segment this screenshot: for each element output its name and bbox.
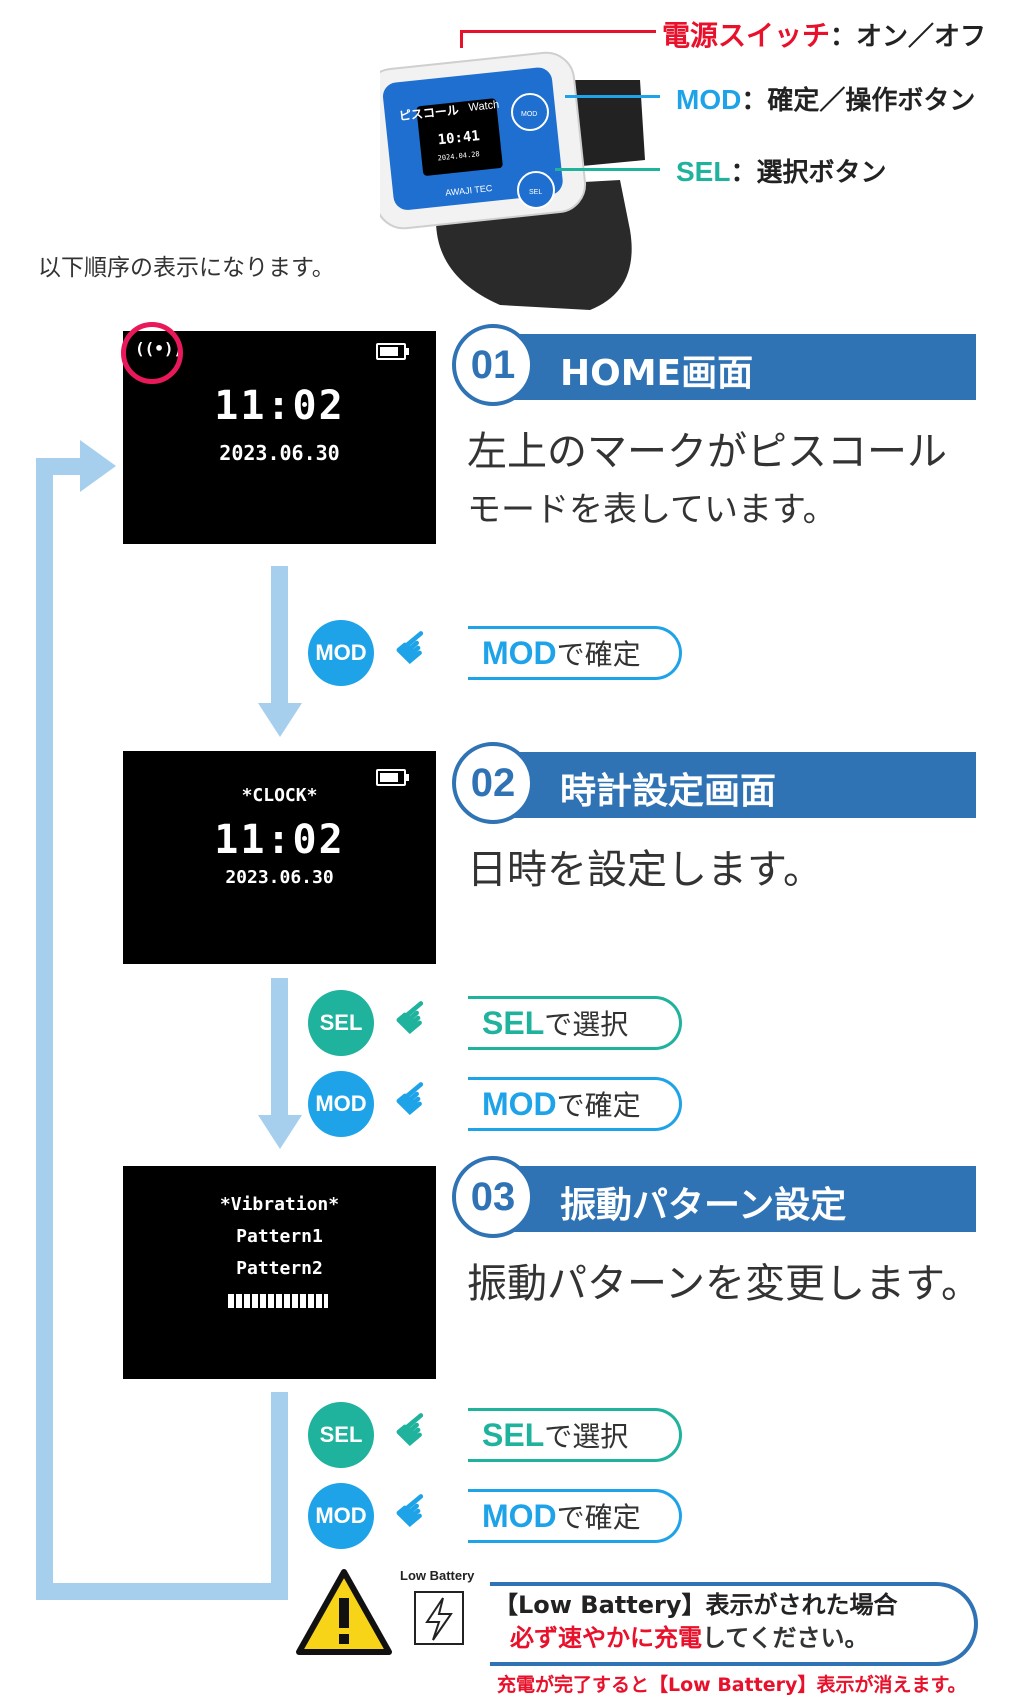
svg-text:10:41: 10:41	[437, 128, 481, 148]
mod-button-icon: MOD	[308, 1483, 374, 1549]
flow-arrow-1-head	[258, 703, 302, 737]
power-callout-line	[460, 30, 656, 33]
low-battery-icon	[414, 1591, 464, 1645]
home-time: 11:02	[214, 383, 345, 429]
svg-text:Watch: Watch	[468, 99, 500, 114]
svg-text:ピスコール: ピスコール	[398, 103, 459, 123]
warning-triangle-icon	[296, 1569, 392, 1655]
signal-highlight-circle	[121, 322, 183, 384]
warning-footnote: 充電が完了すると【Low Battery】表示が消えます。	[497, 1674, 967, 1696]
action-key: SEL	[482, 1416, 545, 1453]
flow-arrow-1-line	[271, 566, 288, 706]
clock-setting-screen: *CLOCK* 11:02 2023.06.30	[123, 751, 436, 964]
loop-top-line	[36, 458, 84, 475]
sel-button-desc: ：選択ボタン	[730, 158, 887, 188]
tap-hand-icon: ☛	[383, 1397, 447, 1462]
step-02-header-bar	[476, 752, 976, 818]
svg-text:MOD: MOD	[521, 111, 537, 118]
mod-callout-line	[565, 95, 660, 98]
mod-button-icon: MOD	[308, 1071, 374, 1137]
power-switch-callout: 電源スイッチ：オン／オフ	[662, 14, 986, 54]
action-key: MOD	[482, 634, 557, 671]
flow-arrow-2-head	[258, 1115, 302, 1149]
step-01-header-bar	[476, 334, 976, 400]
pattern3-option-highlight	[228, 1294, 328, 1308]
step-02-desc: 日時を設定します。	[467, 847, 823, 893]
flow-arrow-2-line	[271, 978, 288, 1118]
warning-line2: 必ず速やかに充電してください。	[510, 1618, 869, 1653]
step-03-title: 振動パターン設定	[560, 1185, 847, 1226]
step-01-desc-line1: 左上のマークがピスコール	[467, 429, 947, 475]
step-01-title: HOME画面	[560, 353, 754, 394]
mod-button-label: MOD	[676, 84, 742, 115]
svg-text:AWAJI TEC: AWAJI TEC	[445, 183, 493, 198]
action-text: で確定	[556, 1089, 641, 1122]
action-text: で確定	[556, 1501, 641, 1534]
step-03-header-bar	[476, 1166, 976, 1232]
warning-rest: してください。	[702, 1624, 869, 1652]
battery-icon	[376, 343, 409, 360]
step-02-title: 時計設定画面	[560, 771, 777, 812]
action-text: で選択	[544, 1008, 629, 1041]
vibration-heading: *Vibration*	[219, 1194, 340, 1215]
sel-button-label: SEL	[676, 156, 731, 187]
mod-button-desc: ：確定／操作ボタン	[741, 86, 976, 116]
action-text: で選択	[544, 1420, 629, 1453]
loop-vertical-line	[36, 458, 53, 1600]
power-switch-desc: ：オン／オフ	[830, 22, 987, 52]
action-key: MOD	[482, 1085, 557, 1122]
svg-text:SEL: SEL	[529, 189, 542, 196]
sel-button-icon: SEL	[308, 990, 374, 1056]
low-battery-label: Low Battery	[400, 1568, 475, 1583]
sel-button-icon: SEL	[308, 1402, 374, 1468]
step-03-desc: 振動パターンを変更します。	[467, 1261, 981, 1307]
mod-button-callout: MOD：確定／操作ボタン	[676, 80, 975, 117]
clock-heading: *CLOCK*	[241, 785, 318, 806]
tap-hand-icon: ☛	[383, 1066, 447, 1131]
sel-callout-line	[555, 168, 660, 171]
step-01-number: 01	[452, 324, 534, 406]
action-key: MOD	[482, 1497, 557, 1534]
loop-arrowhead	[80, 440, 116, 492]
pattern1-option: Pattern1	[236, 1226, 323, 1247]
step-01-desc-line2: モードを表しています。	[467, 490, 837, 530]
low-battery-warning-box	[490, 1582, 978, 1666]
clock-time: 11:02	[214, 817, 345, 863]
loop-bottom-line	[36, 1583, 274, 1600]
power-switch-label: 電源スイッチ	[662, 19, 831, 52]
power-callout-tick	[460, 30, 463, 48]
warning-emphasis: 必ず速やかに充電	[510, 1624, 702, 1652]
warning-line1: 【Low Battery】表示がされた場合	[494, 1591, 898, 1619]
step-02-number: 02	[452, 742, 534, 824]
watch-illustration: ピスコール Watch 10:41 2024.04.28 AWAJI TEC M…	[380, 51, 645, 310]
step-03-number: 03	[452, 1156, 534, 1238]
tap-hand-icon: ☛	[383, 985, 447, 1050]
tap-hand-icon: ☛	[383, 1478, 447, 1543]
clock-date: 2023.06.30	[225, 867, 334, 888]
pattern2-option: Pattern2	[236, 1258, 323, 1279]
battery-icon	[376, 769, 409, 786]
action-text: で確定	[556, 638, 641, 671]
sel-button-callout: SEL：選択ボタン	[676, 152, 886, 189]
flow-line-3	[271, 1392, 288, 1600]
action-key: SEL	[482, 1004, 545, 1041]
vibration-setting-screen: *Vibration* Pattern1 Pattern2	[123, 1166, 436, 1379]
intro-text: 以下順序の表示になります。	[38, 255, 335, 281]
tap-hand-icon: ☛	[383, 615, 447, 680]
mod-button-icon: MOD	[308, 620, 374, 686]
home-date: 2023.06.30	[219, 441, 340, 465]
